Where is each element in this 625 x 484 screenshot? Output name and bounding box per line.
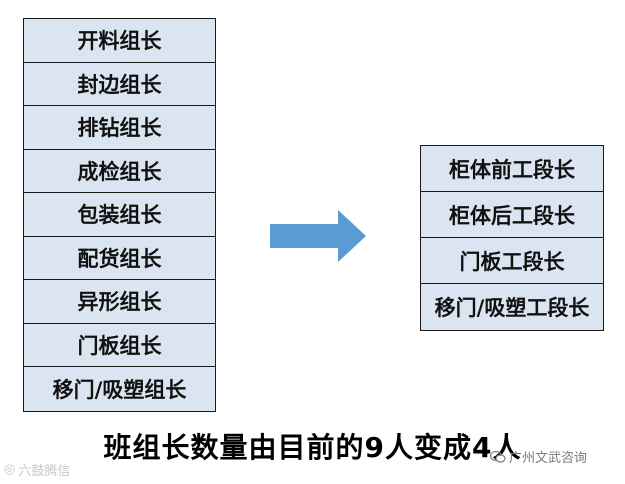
- role-distribution-leader: 配货组长: [24, 237, 215, 280]
- headline-caption: 班组长数量由目前的9人变成4人: [103, 431, 522, 464]
- watermark-right: 广州文武咨询: [490, 447, 587, 466]
- watermark-right-text: 广州文武咨询: [509, 451, 588, 466]
- role-door-panel-leader: 门板组长: [24, 324, 215, 367]
- role-sliding-door-leader: 移门/吸塑组长: [52, 377, 187, 402]
- weibo-icon: ◎: [4, 462, 16, 477]
- role-door-panel-section-leader: 门板工段长: [421, 238, 603, 284]
- role-cutting-leader: 开料组长: [24, 19, 215, 63]
- role-drilling-leader: 排钻组长: [24, 106, 215, 150]
- right-arrow-icon: [270, 210, 366, 262]
- role-sliding-door-section-leader: 移门/吸塑工段长: [434, 296, 590, 320]
- role-packing-leader: 包装组长: [24, 193, 215, 237]
- watermark-left: ◎ 六鼓腾信: [4, 460, 70, 479]
- new-section-leaders-list: 柜体前工段长 柜体后工段长 门板工段长 移门/吸塑工段长: [420, 145, 604, 331]
- role-inspection-leader: 成检组长: [24, 150, 215, 193]
- role-edge-banding-leader: 封边组长: [24, 63, 215, 106]
- watermark-left-text: 六鼓腾信: [18, 464, 71, 479]
- role-cabinet-front-section-leader: 柜体前工段长: [421, 146, 603, 192]
- role-special-shape-leader: 异形组长: [24, 280, 215, 324]
- wechat-icon: [490, 450, 506, 463]
- role-cabinet-back-section-leader: 柜体后工段长: [421, 192, 603, 238]
- current-team-leaders-list: 开料组长 封边组长 排钻组长 成检组长 包装组长 配货组长 异形组长 门板组长 …: [23, 18, 216, 412]
